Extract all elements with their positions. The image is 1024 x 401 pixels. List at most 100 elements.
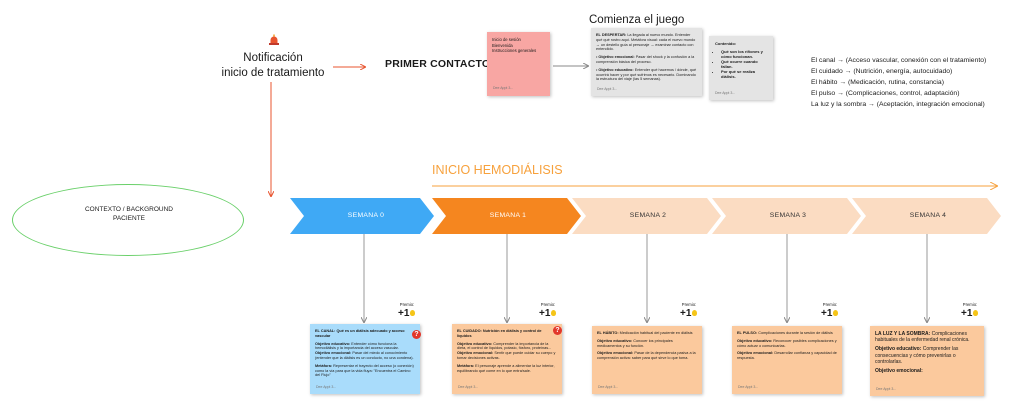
card-p1: Entender cómo funciona la hemodiálisis y… <box>315 341 399 351</box>
comienza-juego-title: Comienza el juego <box>589 14 685 26</box>
card-subtitle: Medicación habitual del paciente en diál… <box>619 331 693 335</box>
notificacion-label: Notificación inicio de tratamiento <box>208 51 338 81</box>
card-p3-label: Metáfora: <box>315 363 333 368</box>
card-p2-label: Objetivo emocional: <box>597 351 634 356</box>
card-p2-label: Objetivo emocional: <box>457 351 494 356</box>
semana-0-label: SEMANA 0 <box>347 212 385 219</box>
card-title: EL CUIDADO: <box>457 329 482 333</box>
card-signature: Dee Appt 3... <box>316 385 337 390</box>
despertar-educativo: Entender qué hacemos / dónde, qué ocurri… <box>596 67 697 82</box>
reward-badge: +1 <box>821 308 839 319</box>
reward-badge: +1 <box>539 308 557 319</box>
card-la-luz-y-la-sombra[interactable]: LA LUZ Y LA SOMBRA: Complicaciones habit… <box>870 326 984 396</box>
card-title: LA LUZ Y LA SOMBRA: <box>875 331 931 337</box>
semana-4-label: SEMANA 4 <box>909 212 947 219</box>
semana-1-label: SEMANA 1 <box>489 212 527 219</box>
premio-label: Premio: <box>540 302 556 307</box>
card-el-cuidado[interactable]: EL CUIDADO: Nutrición en diálisis y cont… <box>452 324 562 394</box>
primer-contacto-title: PRIMER CONTACTO <box>385 58 491 70</box>
premio-label: Premio: <box>681 302 697 307</box>
card-p3-label: Metáfora: <box>457 363 475 368</box>
card-p2: Pasar del miedo al conocimiento (entende… <box>315 351 414 360</box>
inicio-hemodialisis-title: INICIO HEMODIÁLISIS <box>432 163 563 177</box>
card-p1: Comprender las consecuencias y cómo prev… <box>875 346 959 365</box>
contenido-list: Qué son los riñones y cómo funcionan. Qu… <box>715 49 767 79</box>
semana-3-label: SEMANA 3 <box>769 212 807 219</box>
card-el-habito[interactable]: EL HÁBITO: Medicación habitual del pacie… <box>592 326 702 394</box>
chevron-semana-2[interactable] <box>572 198 721 234</box>
sticky-note-contenido[interactable]: Contenido: Qué son los riñones y cómo fu… <box>709 36 773 100</box>
card-p2-label: Objetivo emocional: <box>875 368 923 375</box>
card-p2-label: Objetivo emocional: <box>315 351 352 356</box>
card-title: EL HÁBITO: <box>597 331 619 335</box>
card-p1-label: Objetivo educativo: <box>457 341 493 346</box>
despertar-emocional-label: Objetivo emocional: <box>598 55 635 60</box>
card-p2: Pasar de la dependencia pasiva a la comp… <box>597 351 696 361</box>
card-signature: Dee Appt 3... <box>876 386 897 391</box>
despertar-title: EL DESPERTAR: <box>596 33 627 37</box>
premio-label: Premio: <box>962 302 978 307</box>
chevron-semana-4[interactable] <box>852 198 1001 234</box>
card-signature: Dee Appt 3... <box>738 385 759 390</box>
sticky-signature: Dee Appt 3... <box>715 91 736 95</box>
card-subtitle: Qué es un diálisis adecuado y acceso vas… <box>315 329 405 338</box>
card-el-canal[interactable]: EL CANAL: Qué es un diálisis adecuado y … <box>310 324 420 394</box>
card-p1-label: Objetivo educativo: <box>875 346 922 353</box>
concepto-item: La luz y la sombra → (Aceptación, integr… <box>811 101 985 108</box>
conceptos-list: El canal → (Acceso vascular, conexión co… <box>811 55 986 110</box>
card-p1: Comprender la importancia de la dieta, e… <box>457 341 552 351</box>
sticky-line: Instrucciones generales <box>492 48 537 54</box>
card-p3: Representar el trayecto del acceso (o co… <box>315 363 414 378</box>
sticky-note-despertar[interactable]: EL DESPERTAR: La llegada al nuevo mundo.… <box>591 28 702 96</box>
card-signature: Dee Appt 3... <box>458 385 479 390</box>
despertar-intro: La llegada al nuevo mundo. Entender qué … <box>596 33 696 52</box>
sticky-line: Bienvenida <box>492 42 513 48</box>
chevron-semana-3[interactable] <box>712 198 861 234</box>
sticky-signature: Dee Appt 3... <box>493 86 514 91</box>
alarm-light-icon <box>269 34 279 45</box>
sticky-note-inicio-sesion[interactable]: Inicio de sesión Bienvenida Instruccione… <box>487 32 550 96</box>
premio-label: Premio: <box>399 302 415 307</box>
despertar-educativo-label: Objetivo educativo: <box>598 67 634 72</box>
card-p2-label: Objetivo emocional: <box>737 351 774 356</box>
card-el-pulso[interactable]: EL PULSO: Complicaciones durante la sesi… <box>732 326 842 394</box>
contenido-item: Por qué se realiza diálisis. <box>721 69 767 79</box>
reward-badge: +1 <box>398 308 416 319</box>
chevron-semana-1[interactable] <box>432 198 581 234</box>
contexto-label: CONTEXTO / BACKGROUND PACIENTE <box>84 206 173 222</box>
lightbulb-icon <box>833 310 839 316</box>
card-subtitle: Complicaciones durante la sesión de diál… <box>758 331 833 335</box>
question-mark-icon: ? <box>412 330 421 339</box>
lightbulb-icon <box>551 310 557 316</box>
card-title: EL CANAL: <box>315 329 336 333</box>
card-p2: Sentir que puede cuidar su cuerpo y toma… <box>457 351 556 360</box>
concepto-item: El hábito → (Medicación, rutina, constan… <box>811 79 944 86</box>
contenido-title: Contenido: <box>715 41 737 46</box>
card-subtitle: Complicaciones habituales de la enfermed… <box>875 331 970 344</box>
card-p3: El personaje aprende a alimentar la luz … <box>457 363 555 373</box>
card-p1-label: Objetivo educativo: <box>597 338 633 343</box>
concepto-item: El canal → (Acceso vascular, conexión co… <box>811 57 987 64</box>
question-mark-icon: ? <box>553 326 562 335</box>
contenido-item: Qué son los riñones y cómo funcionan. <box>721 49 767 59</box>
semana-2-label: SEMANA 2 <box>629 212 667 219</box>
card-p2: Desarrollar confianza y capacidad de res… <box>737 351 837 361</box>
premio-label: Premio: <box>822 302 838 307</box>
card-subtitle: Nutrición en diálisis y control de líqui… <box>457 329 542 338</box>
concepto-item: El pulso → (Complicaciones, control, ada… <box>811 90 960 97</box>
chevron-semana-0[interactable] <box>290 198 434 234</box>
despertar-emocional: Pasar del shock y la confusión a la comp… <box>596 55 695 64</box>
card-signature: Dee Appt 3... <box>598 385 619 390</box>
card-p1-label: Objetivo educativo: <box>315 341 351 346</box>
sticky-signature: Dee Appt 3... <box>597 87 618 92</box>
concepto-item: El cuidado → (Nutrición, energía, autocu… <box>811 68 953 75</box>
lightbulb-icon <box>410 310 416 316</box>
contexto-ellipse[interactable] <box>12 184 244 256</box>
notificacion-text: Notificación inicio de tratamiento <box>221 52 325 79</box>
reward-badge: +1 <box>680 308 698 319</box>
card-p1: Reconocer posibles complicaciones y cómo… <box>737 338 837 348</box>
card-title: EL PULSO: <box>737 331 758 335</box>
lightbulb-icon <box>692 310 698 316</box>
lightbulb-icon <box>973 310 979 316</box>
